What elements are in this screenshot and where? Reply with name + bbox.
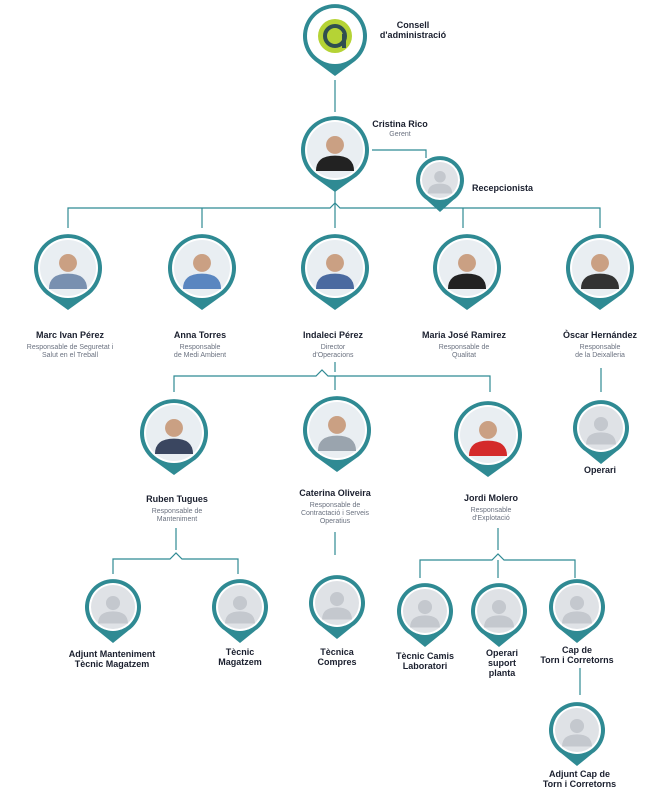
level3-role-1: Responsable de Contractació i Serveis Op… — [300, 502, 370, 525]
level2-name-0: Marc Ivan Pérez — [35, 330, 105, 340]
level2-role-4: Responsable de la Deixalleria — [575, 344, 625, 359]
level4-avatar-2 — [309, 575, 365, 639]
level3-name-0: Ruben Tugues — [146, 494, 208, 504]
level2-avatar-1 — [168, 234, 236, 310]
connector-lines — [67, 80, 602, 695]
level4-name-0: Adjunt Manteniment Tècnic Magatzem — [68, 649, 156, 669]
level2-name-1: Anna Torres — [173, 330, 227, 340]
level2-role-3: Responsable de Qualitat — [438, 344, 490, 359]
level4-name-4: Operari suport planta — [485, 648, 518, 678]
level3-role-0: Responsable de Manteniment — [151, 508, 203, 523]
level5-avatar-0 — [548, 702, 605, 766]
level3-avatar-1 — [302, 396, 371, 472]
ceo-role: Gerent — [389, 131, 411, 138]
level2-avatar-3 — [433, 234, 501, 310]
level2-avatar-4 — [566, 234, 634, 310]
level4-name-5: Cap de Torn i Corretorns — [540, 645, 614, 665]
level3-avatar-2 — [454, 401, 522, 477]
level4-avatar-3 — [397, 583, 454, 647]
level3-name-1: Caterina Oliveira — [299, 488, 371, 498]
level4-name-2: Tècnica Compres — [317, 647, 357, 667]
level4-avatar-1 — [211, 579, 268, 643]
ceo-avatar — [301, 116, 369, 192]
board-label: Consell d'administració — [379, 20, 447, 40]
level4-avatar-5 — [548, 579, 605, 643]
reception-avatar — [415, 156, 464, 212]
level3-name-2: Jordi Molero — [463, 493, 518, 503]
ceo-name: Cristina Rico — [372, 119, 428, 129]
board-logo-icon — [303, 4, 367, 76]
level3-role-2: Responsable d'Explotació — [470, 507, 512, 522]
level4-name-1: Tècnic Magatzem — [218, 647, 262, 667]
level2-role-2: Director d'Operacions — [312, 344, 354, 359]
operari-label: Operari — [583, 465, 616, 475]
level4-name-3: Tècnic Camis Laboratori — [395, 651, 455, 671]
level4-avatar-4 — [471, 583, 528, 647]
level2-name-2: Indaleci Pérez — [302, 330, 364, 340]
operari-avatar — [573, 400, 630, 464]
level2-role-0: Responsable de Seguretat i Salut en el T… — [26, 344, 114, 359]
level3-avatar-0 — [140, 399, 209, 475]
level2-avatar-0 — [33, 234, 103, 310]
level4-avatar-0 — [84, 579, 141, 643]
level2-name-4: Òscar Hernández — [562, 330, 638, 340]
level2-avatar-2 — [301, 234, 369, 310]
reception-label: Recepcionista — [472, 183, 534, 193]
level5-name-0: Adjunt Cap de Torn i Corretorns — [542, 769, 617, 789]
level2-name-3: Maria José Ramirez — [421, 330, 507, 340]
level2-role-1: Responsable de Medi Ambient — [173, 344, 227, 359]
